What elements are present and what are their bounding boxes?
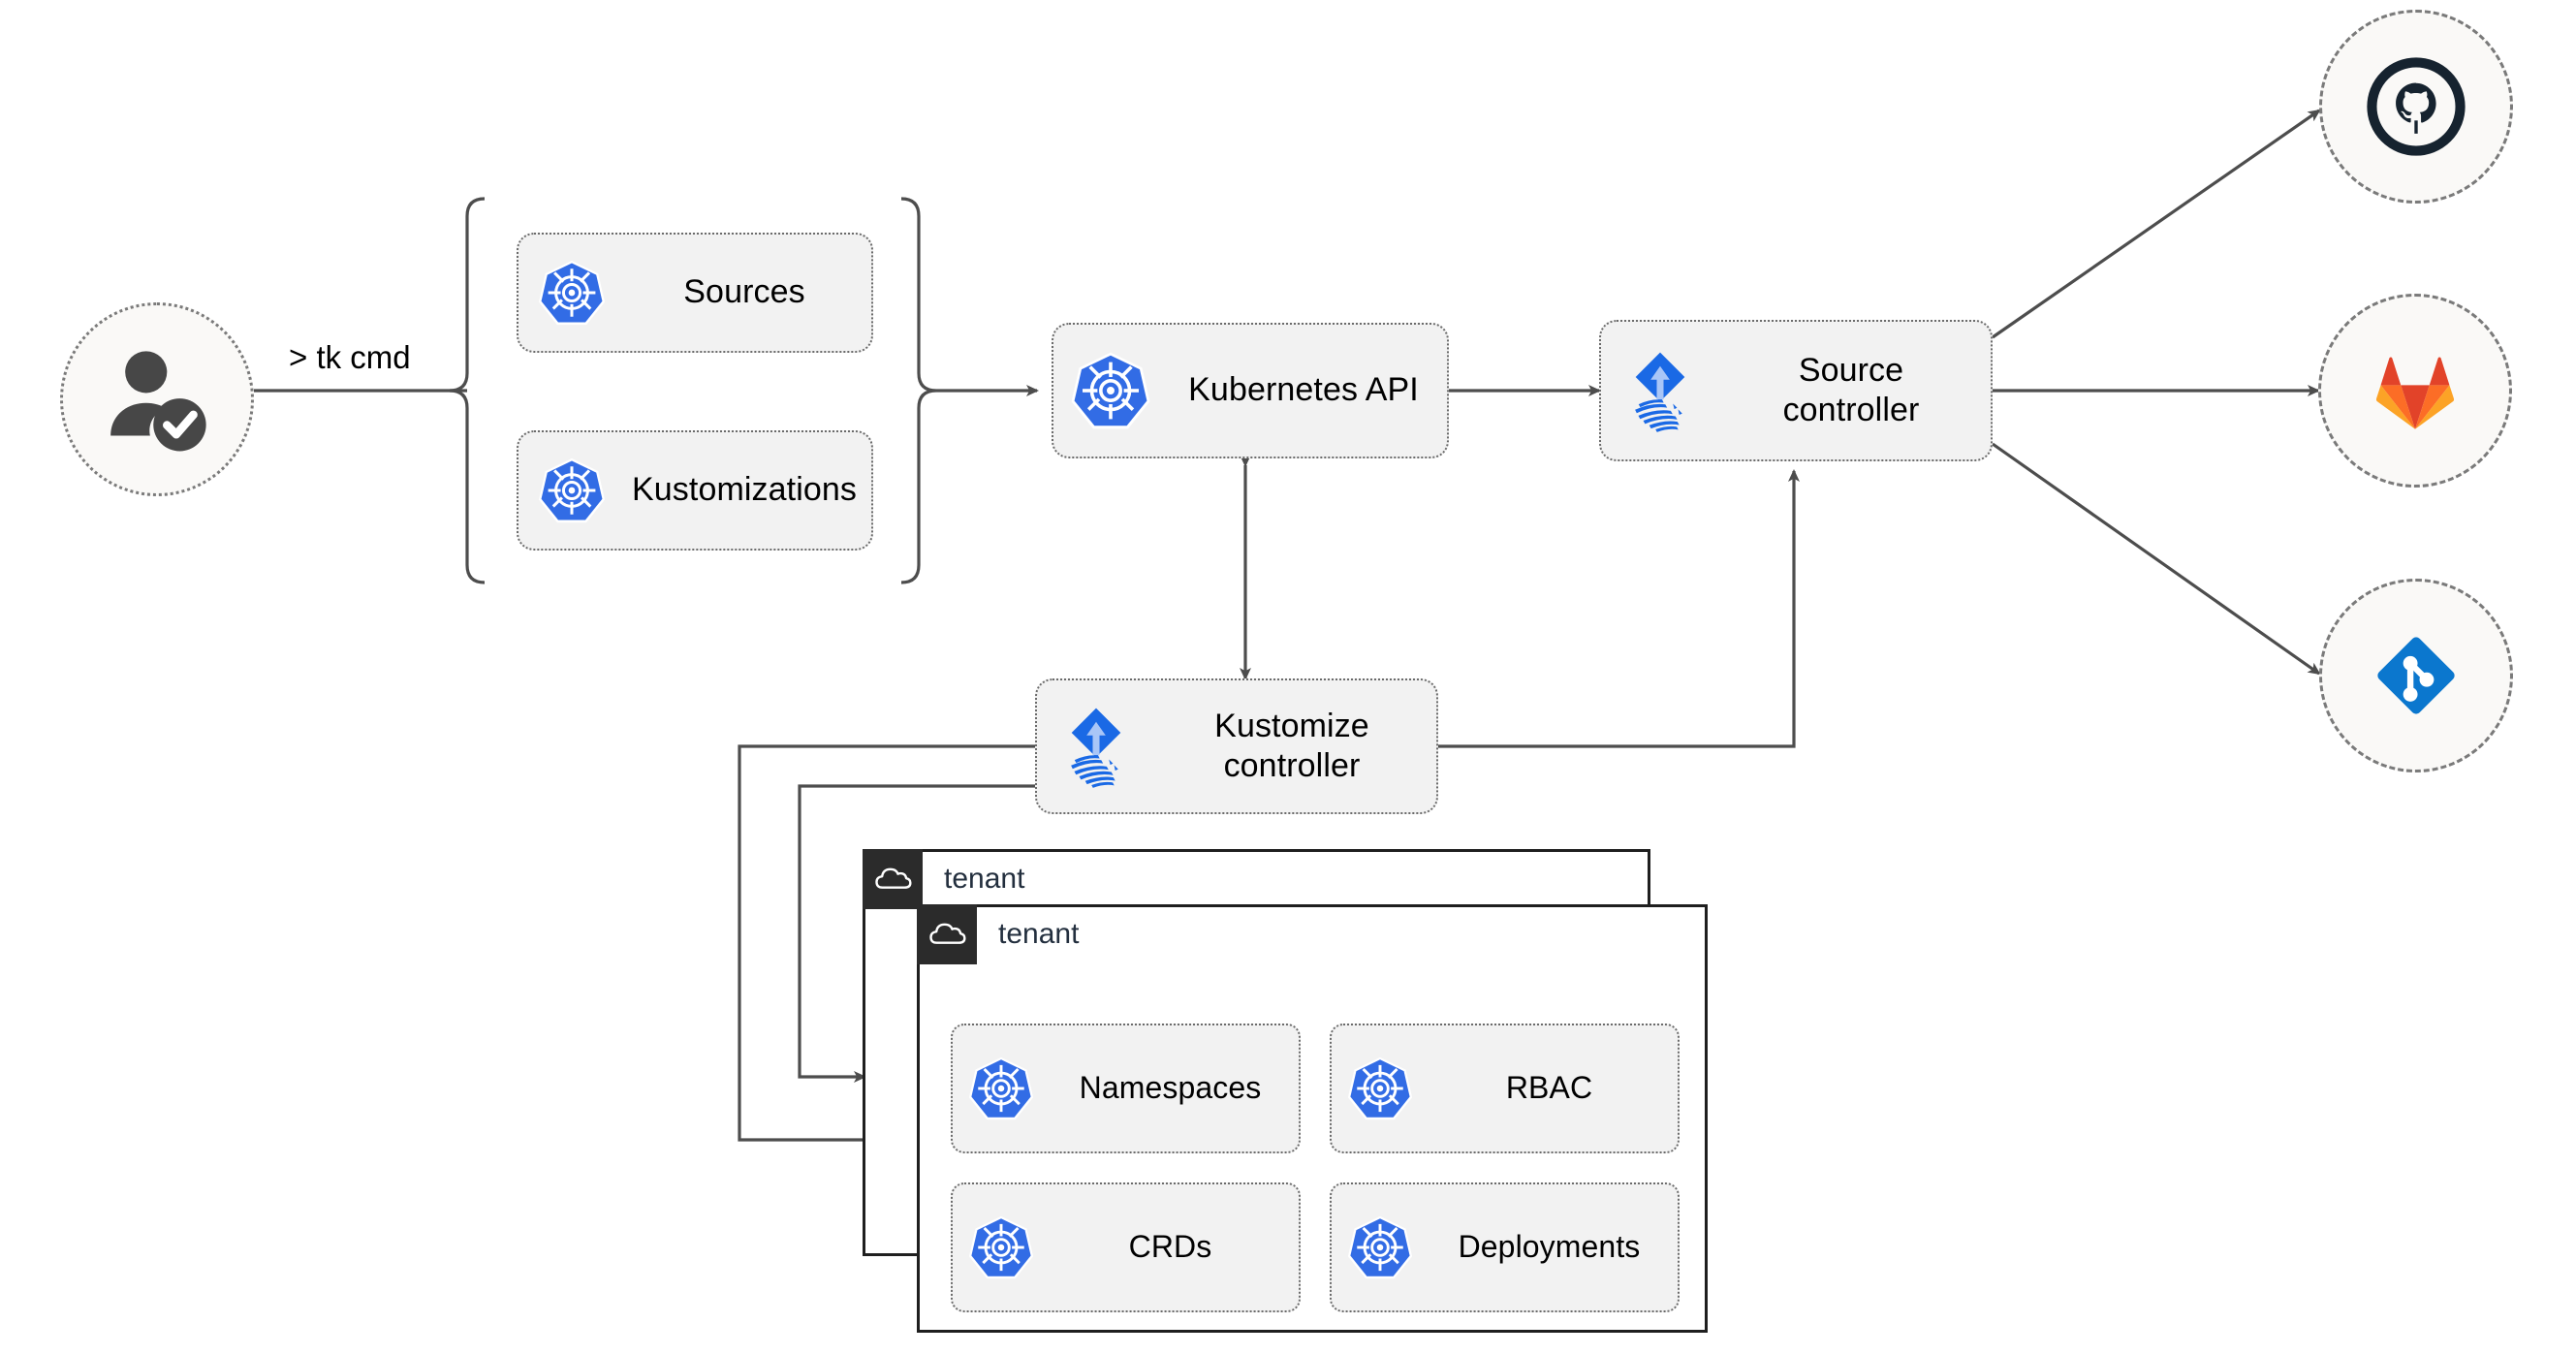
tenant-name: tenant bbox=[944, 863, 1025, 895]
kubernetes-icon bbox=[953, 1054, 1050, 1123]
cloud-icon bbox=[863, 849, 923, 909]
bracket-right bbox=[900, 197, 937, 584]
wire-source-to-github bbox=[1992, 109, 2321, 339]
flux-icon bbox=[1601, 347, 1719, 434]
tenant-window-front[interactable]: tenant bbox=[917, 904, 1708, 1333]
cloud-icon bbox=[917, 904, 977, 964]
tenant-resource-deployments[interactable]: Deployments bbox=[1330, 1182, 1680, 1312]
wire-kustomize-to-source bbox=[1438, 469, 1800, 748]
resource-sources[interactable]: Sources bbox=[517, 233, 873, 353]
wire-source-to-azure bbox=[1992, 442, 2321, 676]
node-label: Kubernetes API bbox=[1188, 371, 1419, 409]
tenant-header: tenant bbox=[917, 904, 1079, 964]
flux-icon bbox=[1037, 703, 1155, 790]
kubernetes-icon bbox=[1332, 1054, 1429, 1123]
kubernetes-icon bbox=[953, 1213, 1050, 1282]
source-controller-node[interactable]: Source controller bbox=[1599, 320, 1993, 461]
resource-label: RBAC bbox=[1505, 1070, 1593, 1106]
resource-kustomizations[interactable]: Kustomizations bbox=[517, 430, 873, 551]
github-icon bbox=[2367, 57, 2466, 156]
kubernetes-icon bbox=[1332, 1213, 1429, 1282]
user-check-icon bbox=[110, 351, 206, 452]
node-label-line2: controller bbox=[1223, 747, 1361, 784]
command-label: > tk cmd bbox=[289, 339, 411, 375]
tenant-header: tenant bbox=[863, 849, 1024, 909]
provider-gitlab[interactable] bbox=[2318, 294, 2512, 488]
node-label: Kustomize controller bbox=[1155, 707, 1436, 787]
resource-label: Sources bbox=[683, 273, 805, 311]
provider-github[interactable] bbox=[2319, 10, 2513, 204]
bracket-left bbox=[449, 197, 486, 584]
resource-label: Deployments bbox=[1458, 1229, 1641, 1265]
resource-label: Kustomizations bbox=[632, 471, 857, 509]
tenant-resource-namespaces[interactable]: Namespaces bbox=[951, 1024, 1301, 1153]
node-label-line1: Source bbox=[1798, 351, 1904, 389]
azure-devops-git-icon bbox=[2377, 637, 2455, 714]
tenant-resource-grid: Namespaces bbox=[951, 1024, 1680, 1312]
kustomize-controller-node[interactable]: Kustomize controller bbox=[1035, 678, 1438, 814]
kubernetes-icon bbox=[518, 257, 625, 329]
kubernetes-icon bbox=[1053, 348, 1168, 433]
gitlab-icon bbox=[2375, 357, 2455, 429]
kubernetes-api-node[interactable]: Kubernetes API bbox=[1052, 323, 1449, 458]
resource-label: Namespaces bbox=[1079, 1070, 1262, 1106]
node-label-line2: controller bbox=[1782, 392, 1920, 428]
actor-user[interactable] bbox=[60, 302, 254, 496]
tenant-resource-rbac[interactable]: RBAC bbox=[1330, 1024, 1680, 1153]
tenant-resource-crds[interactable]: CRDs bbox=[951, 1182, 1301, 1312]
node-label-line1: Kustomize bbox=[1214, 707, 1369, 744]
resource-label: CRDs bbox=[1128, 1229, 1212, 1265]
kubernetes-icon bbox=[518, 455, 625, 526]
node-label: Source controller bbox=[1719, 351, 1991, 431]
provider-azure-devops[interactable] bbox=[2319, 579, 2513, 772]
tenant-name: tenant bbox=[998, 918, 1080, 950]
